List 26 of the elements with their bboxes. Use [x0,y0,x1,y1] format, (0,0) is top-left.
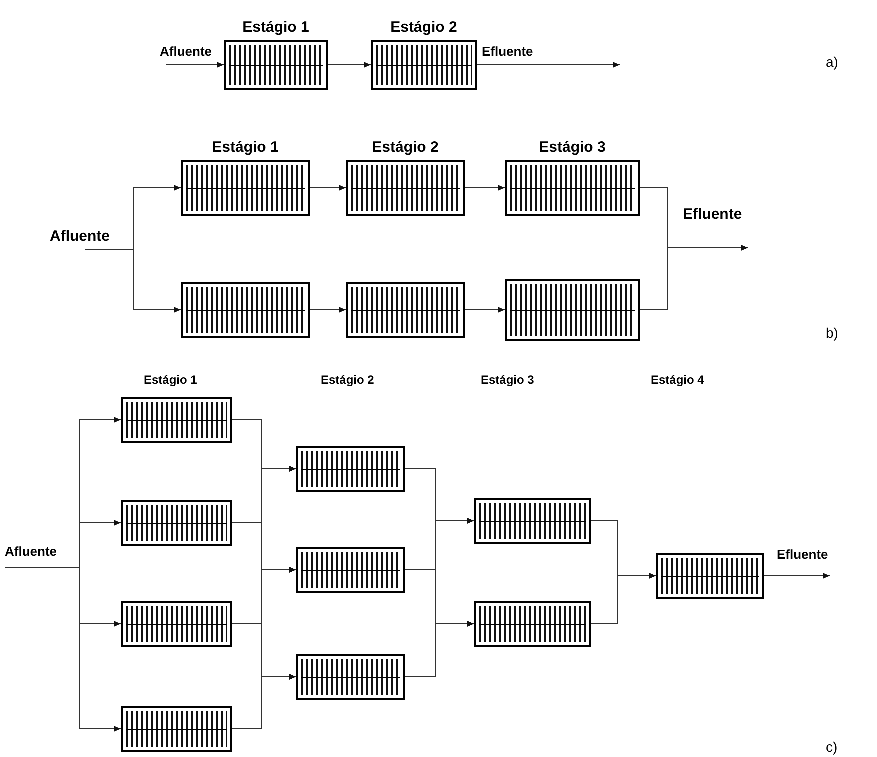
arrow [166,62,224,68]
panel-label: c) [826,738,838,757]
arrow [764,573,830,579]
arrow [4,568,122,732]
panel-label: a) [826,53,838,72]
arrow [464,185,506,191]
arrow [232,674,296,730]
panel-label: b) [826,324,838,343]
stage-heading: Estágio 3 [481,372,534,388]
arrow [404,621,474,678]
stage-heading: Estágio 3 [539,138,606,158]
stage-heading: Estágio 2 [390,18,458,38]
stage-heading: Estágio 1 [212,138,279,158]
arrow [476,62,620,68]
arrow [310,307,346,313]
arrow [590,573,656,624]
stage-heading: Estágio 1 [144,372,198,388]
arrow [328,62,372,68]
arrow [84,250,182,313]
arrow [640,245,748,310]
stage-heading: Estágio 4 [651,372,704,388]
stage-heading: Estágio 2 [372,138,439,158]
arrow [464,307,506,313]
arrow [310,185,346,191]
stage-heading: Estágio 2 [321,372,374,388]
stage-heading: Estágio 1 [242,18,310,38]
